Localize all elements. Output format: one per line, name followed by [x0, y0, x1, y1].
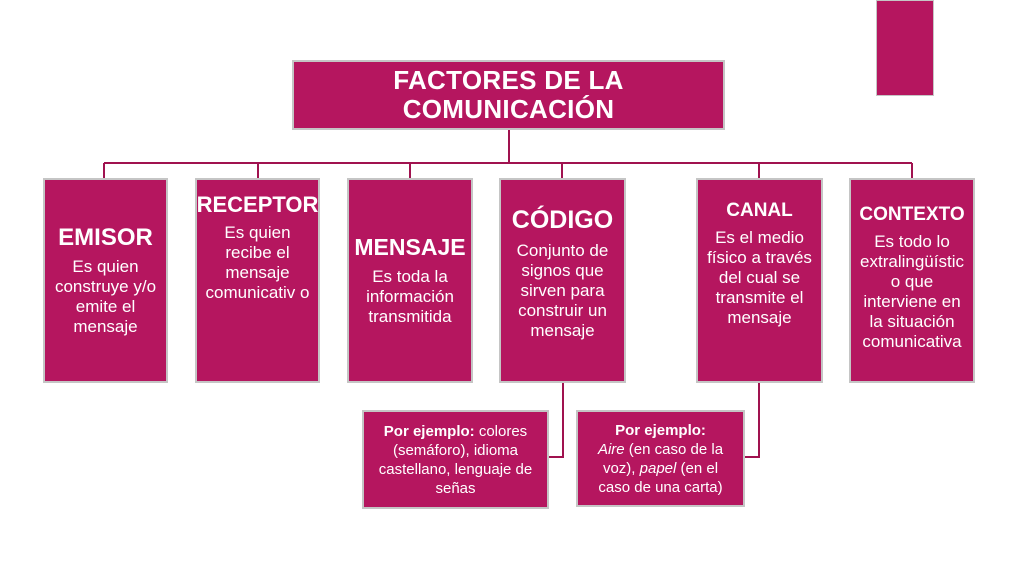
canal-example-connector	[745, 383, 760, 458]
codigo-example-box: Por ejemplo: colores (semáforo), idioma …	[362, 410, 549, 509]
codigo-example-connector	[549, 383, 564, 458]
factor-description: Es el medio físico a través del cual se …	[707, 227, 812, 327]
diagram-title: FACTORES DE LA COMUNICACIÓN	[393, 65, 624, 124]
example-content: colores (semáforo), idioma castellano, l…	[378, 422, 533, 497]
factor-title: CANAL	[726, 200, 793, 221]
factor-description: Es toda la información transmitida	[366, 266, 454, 326]
factor-title: EMISOR	[58, 223, 153, 251]
factor-description: Conjunto de signos que sirven para const…	[516, 240, 609, 340]
canal-example-box: Por ejemplo: Aire (en caso de la voz), p…	[576, 410, 745, 507]
example-aire: Aire	[597, 440, 625, 458]
factor-description: Es todo lo extralingüístic o que intervi…	[860, 231, 964, 351]
example-papel: papel	[639, 459, 677, 477]
example-content-2: (en el caso de una carta)	[598, 459, 723, 496]
factor-description: Es quien recibe el mensaje comunicativ o	[205, 223, 310, 303]
factor-title: RECEPTOR	[196, 192, 319, 217]
factor-mensaje: MENSAJE Es toda la información transmiti…	[347, 178, 473, 383]
decorative-corner-block	[876, 0, 934, 96]
factor-description: Es quien construye y/o emite el mensaje	[54, 257, 157, 337]
example-content-1: (en caso de la voz),	[602, 440, 724, 477]
factor-title: MENSAJE	[354, 234, 466, 261]
factor-emisor: EMISOR Es quien construye y/o emite el m…	[43, 178, 168, 383]
codigo-example-text: Por ejemplo: colores (semáforo), idioma …	[372, 422, 539, 498]
factor-contexto: CONTEXTO Es todo lo extralingüístic o qu…	[849, 178, 975, 383]
diagram-title-box: FACTORES DE LA COMUNICACIÓN	[292, 60, 725, 130]
example-label: Por ejemplo:	[615, 421, 706, 439]
canal-example-text: Aire (en caso de la voz), papel (en el c…	[586, 440, 735, 497]
factor-canal: CANAL Es el medio físico a través del cu…	[696, 178, 823, 383]
factor-title: CÓDIGO	[511, 206, 614, 234]
factor-title: CONTEXTO	[859, 204, 965, 225]
factor-codigo: CÓDIGO Conjunto de signos que sirven par…	[499, 178, 626, 383]
example-label: Por ejemplo:	[383, 422, 475, 440]
factor-receptor: RECEPTOR Es quien recibe el mensaje comu…	[195, 178, 320, 383]
